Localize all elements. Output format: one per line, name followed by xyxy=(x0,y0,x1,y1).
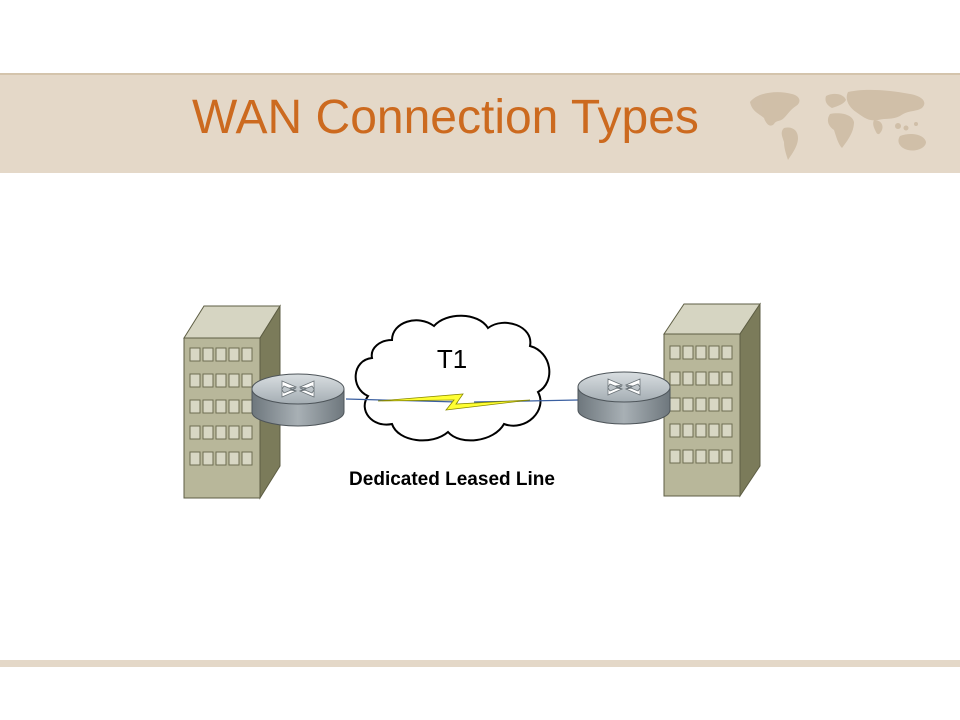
cloud-icon xyxy=(354,314,551,442)
world-map-icon xyxy=(750,89,926,160)
building-icon xyxy=(663,302,761,498)
router-icon xyxy=(251,373,345,427)
connection-caption: Dedicated Leased Line xyxy=(349,469,555,490)
link-line-right xyxy=(473,399,579,403)
title-band xyxy=(0,73,960,173)
bottom-rule xyxy=(0,660,960,667)
slide-title: WAN Connection Types xyxy=(192,91,699,144)
cloud-label: T1 xyxy=(437,344,467,374)
router-icon xyxy=(577,371,671,425)
lightning-bolt-icon xyxy=(377,393,531,411)
